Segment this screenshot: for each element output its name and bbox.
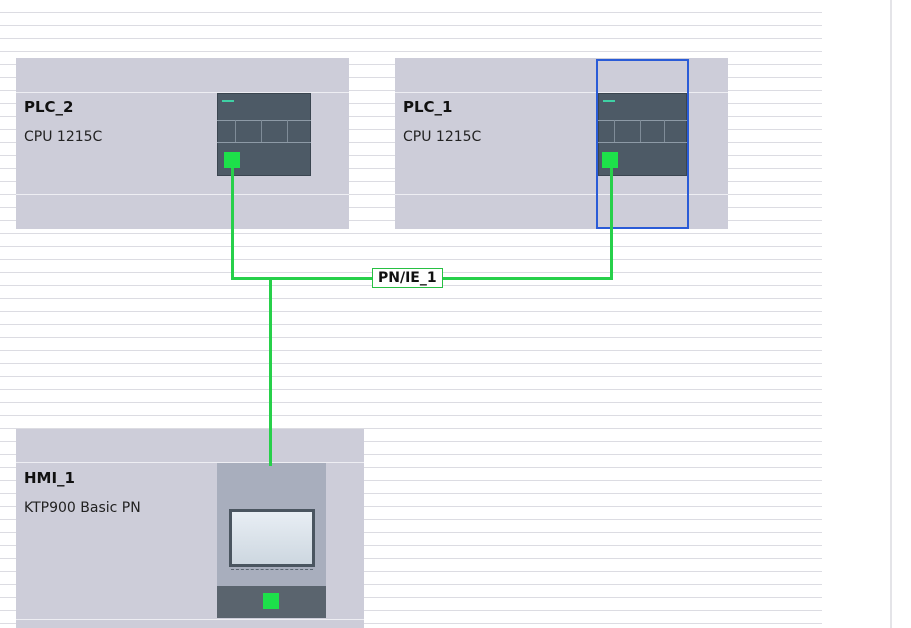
profinet-port-icon[interactable] [602, 152, 618, 168]
network-line[interactable] [269, 277, 272, 466]
station-plc-1[interactable]: PLC_1 CPU 1215C [395, 58, 728, 229]
station-hmi-1[interactable]: HMI_1 KTP900 Basic PN [16, 429, 364, 628]
profinet-port-icon[interactable] [263, 593, 279, 609]
right-panel [822, 0, 911, 628]
station-name: PLC_2 [24, 98, 74, 116]
station-plc-2[interactable]: PLC_2 CPU 1215C [16, 58, 349, 229]
station-name: HMI_1 [24, 469, 75, 487]
station-type: CPU 1215C [24, 129, 103, 145]
selection-highlight [596, 59, 689, 229]
station-name: PLC_1 [403, 98, 453, 116]
profinet-port-icon[interactable] [224, 152, 240, 168]
station-type: KTP900 Basic PN [24, 500, 141, 516]
hmi-screen-icon [229, 509, 315, 567]
station-type: CPU 1215C [403, 129, 482, 145]
network-view-canvas[interactable]: PLC_2 CPU 1215C PLC_1 CPU 1215C [0, 0, 822, 628]
network-label[interactable]: PN/IE_1 [372, 268, 443, 288]
hmi-panel-icon[interactable] [217, 463, 326, 618]
vertical-scrollbar[interactable] [890, 0, 892, 628]
network-line[interactable] [610, 168, 613, 280]
network-line[interactable] [231, 168, 234, 280]
